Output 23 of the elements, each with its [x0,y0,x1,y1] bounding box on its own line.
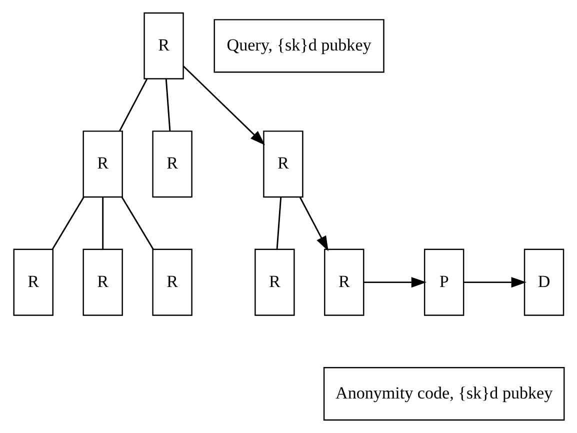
node-box: Query, {sk}d pubkey [213,19,384,73]
node-box: R [152,248,192,316]
connector [276,197,282,250]
node-box: R [152,130,192,198]
arrow [298,196,328,252]
node-box: R [82,248,122,316]
node-box: R [254,248,294,316]
node-box: Anonymity code, {sk}d pubkey [322,367,564,421]
node-box: R [262,130,303,198]
connector [120,196,154,250]
node-box: R [324,248,364,316]
connector [118,78,148,132]
node-box: R [12,248,53,316]
node-box: P [423,248,464,316]
arrow [463,277,526,288]
connector [102,197,104,250]
node-box: R [82,130,122,198]
arrow [182,66,265,146]
connector [164,78,170,132]
node-box: R [143,12,184,80]
connector [51,196,84,250]
arrow [363,277,426,288]
node-box: D [523,248,564,316]
